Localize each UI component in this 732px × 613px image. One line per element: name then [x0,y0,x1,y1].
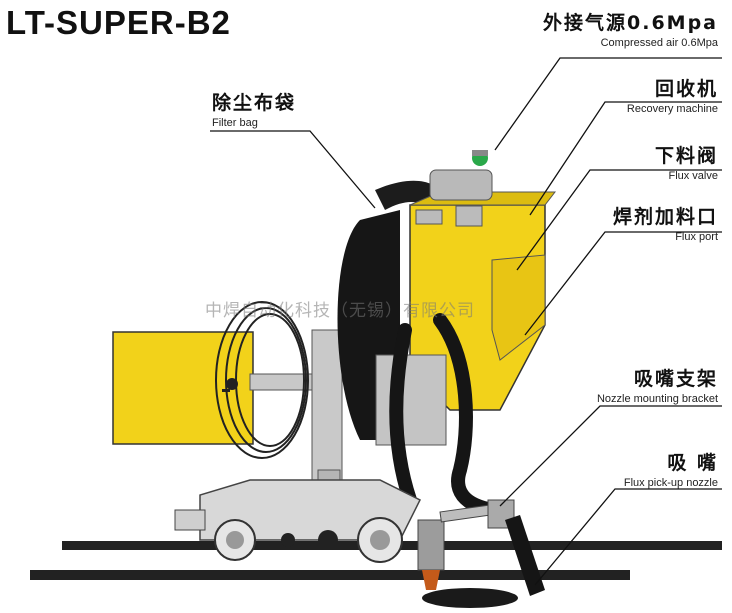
label-filter-bag-en: Filter bag [212,117,258,129]
label-compressed-air: 外接气源0.6Mpa Compressed air 0.6Mpa [543,12,718,50]
air-inlet [429,150,493,201]
control-box [112,331,254,445]
label-flux-port-cn: 焊剂加料口 [612,206,718,228]
label-recovery: 回收机 Recovery machine [627,78,718,116]
label-flux-port-en: Flux port [675,231,718,243]
label-recovery-en: Recovery machine [626,103,718,115]
leader-lines [210,57,722,586]
model-title: LT-SUPER-B2 [6,4,231,41]
label-flux-port: 焊剂加料口 Flux port [613,206,718,244]
label-flux-valve-en: Flux valve [668,170,718,182]
label-nozzle-bracket-cn: 吸嘴支架 [633,368,718,390]
label-nozzle-bracket: 吸嘴支架 Nozzle mounting bracket [597,368,718,406]
label-nozzle: 吸 嘴 Flux pick-up nozzle [624,452,718,490]
wire-coil [215,301,309,459]
label-nozzle-en: Flux pick-up nozzle [623,477,718,489]
watermark: 中焊自动化科技（无锡）有限公司 [205,301,475,321]
label-nozzle-cn: 吸 嘴 [667,452,718,474]
label-filter-bag-cn: 除尘布袋 [212,92,297,114]
label-flux-valve: 下料阀 Flux valve [655,145,718,183]
label-compressed-air-cn: 外接气源0.6Mpa [543,12,718,34]
label-nozzle-bracket-en: Nozzle mounting bracket [596,393,718,405]
label-filter-bag: 除尘布袋 Filter bag [212,92,296,130]
floor-hole [422,588,518,608]
label-recovery-cn: 回收机 [654,78,718,100]
nozzle-assembly [439,499,545,596]
welding-torch [417,519,445,590]
trolley [174,479,422,563]
label-flux-valve-cn: 下料阀 [654,145,718,167]
label-compressed-air-en: Compressed air 0.6Mpa [600,37,718,49]
